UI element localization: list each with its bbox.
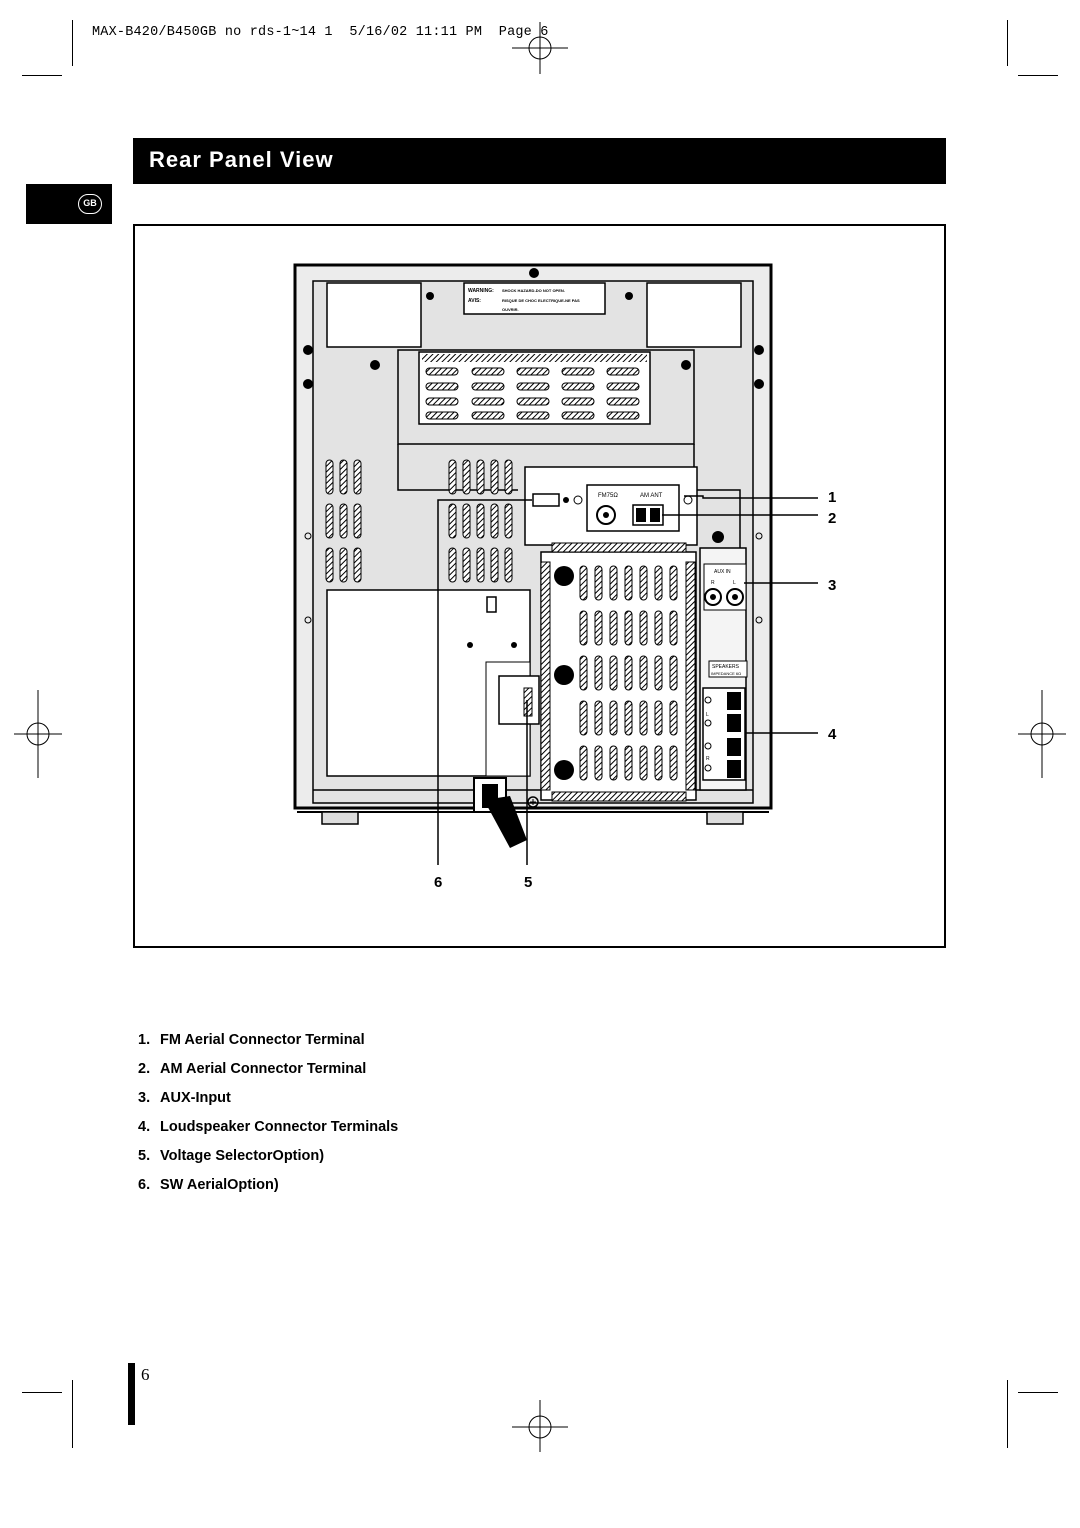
callout-5: 5 [524, 874, 533, 891]
callout-2: 2 [828, 510, 837, 527]
crop-mark [72, 1380, 73, 1448]
right-foot [706, 811, 744, 825]
crop-mark [1018, 1392, 1058, 1393]
left-foot [321, 811, 359, 825]
legend-label: AM Aerial Connector Terminal [160, 1061, 367, 1077]
warning-text: SHOCK HAZARD-DO NOT OPEN. [502, 288, 565, 293]
legend-item: 3. AUX-Input [138, 1090, 398, 1119]
section-title-bar: Rear Panel View [133, 138, 946, 184]
callout-3: 3 [828, 577, 837, 594]
legend-list: 1. FM Aerial Connector Terminal 2. AM Aeri… [138, 1032, 398, 1206]
legend-label: FM Aerial Connector Terminal [160, 1032, 365, 1048]
crop-mark [1018, 75, 1058, 76]
spk-l-label: L [706, 712, 709, 718]
legend-number: 3. [138, 1090, 151, 1106]
callout-1: 1 [828, 489, 837, 506]
figure-frame [133, 224, 946, 948]
language-badge: GB [78, 194, 102, 214]
sw-aerial-jack [532, 493, 560, 507]
legend-number: 6. [138, 1177, 151, 1193]
leader-lines [437, 495, 818, 865]
avis-title: AVIS: [468, 298, 481, 304]
legend-item: 2. AM Aerial Connector Terminal [138, 1061, 398, 1090]
legend-label: Loudspeaker Connector Terminals [160, 1119, 399, 1135]
legend-label: Voltage SelectorOption) [160, 1148, 325, 1164]
callout-4: 4 [828, 726, 837, 743]
avis-text-2: OUVRIR. [502, 307, 519, 312]
power-cord [484, 796, 527, 848]
section-title: Rear Panel View [149, 147, 334, 172]
spk-r-label: R [706, 756, 710, 762]
crop-mark [22, 1392, 62, 1393]
crop-mark [72, 20, 73, 66]
aux-label: AUX IN [714, 569, 731, 575]
legend-item: 6. SW AerialOption) [138, 1177, 398, 1206]
impedance-label: IMPEDANCE 6Ω [711, 671, 741, 676]
callout-6: 6 [434, 874, 443, 891]
page-number-bar [128, 1363, 135, 1425]
crop-mark [22, 75, 62, 76]
page-number: 6 [141, 1365, 150, 1384]
legend-number: 2. [138, 1061, 151, 1077]
aux-r-label: R [711, 580, 715, 586]
aux-l-label: L [733, 580, 736, 586]
fm-label: FM75Ω [598, 493, 618, 499]
crop-mark [1007, 20, 1008, 66]
legend-label: SW AerialOption) [160, 1177, 279, 1193]
avis-text: RISQUE DE CHOC ELECTRIQUE-NE PAS [502, 298, 580, 303]
warning-title: WARNING: [468, 288, 494, 294]
legend-item: 1. FM Aerial Connector Terminal [138, 1032, 398, 1061]
legend-item: 5. Voltage SelectorOption) [138, 1148, 398, 1177]
legend-item: 4. Loudspeaker Connector Terminals [138, 1119, 398, 1148]
speakers-label: SPEAKERS [712, 664, 740, 670]
legend-number: 5. [138, 1148, 151, 1164]
legend-number: 1. [138, 1032, 151, 1048]
print-header: MAX-B420/B450GB no rds-1~14 1 5/16/02 11… [92, 25, 549, 40]
crop-mark [1007, 1380, 1008, 1448]
am-label: AM ANT [640, 493, 663, 499]
warning-label [463, 282, 606, 315]
voltage-selector-box [498, 675, 540, 725]
legend-label: AUX-Input [160, 1090, 231, 1106]
legend-number: 4. [138, 1119, 151, 1135]
